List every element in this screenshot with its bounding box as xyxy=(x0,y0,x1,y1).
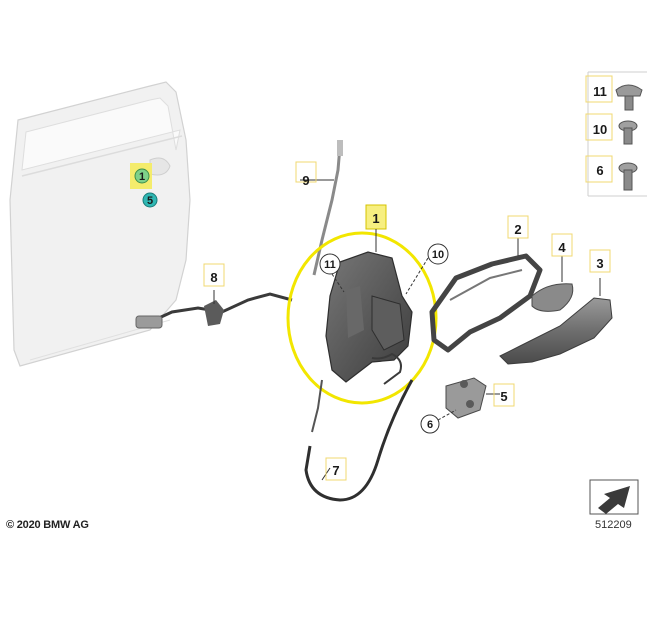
arrow-symbol-icon xyxy=(589,479,639,515)
part-3-outer-handle[interactable] xyxy=(499,278,613,365)
part-2-handle-carrier[interactable] xyxy=(429,238,543,353)
part-4-cover-cap[interactable] xyxy=(531,256,574,312)
callout-4-label: 4 xyxy=(558,240,566,255)
door-marker-5-label: 5 xyxy=(147,195,153,207)
callout-6-label: 6 xyxy=(427,419,433,431)
legend-item-6[interactable]: 6 xyxy=(585,155,638,191)
callout-7-label: 7 xyxy=(332,463,339,478)
diagram-number: 512209 xyxy=(595,519,632,531)
rear-door-panel xyxy=(9,81,191,367)
part-8-cable xyxy=(135,290,293,329)
part-9-rod xyxy=(300,140,343,276)
legend-item-11[interactable]: 11 xyxy=(585,75,643,111)
callout-5-label: 5 xyxy=(500,389,507,404)
callout-1[interactable]: 1 xyxy=(365,204,387,252)
legend-item-10[interactable]: 10 xyxy=(585,113,638,145)
door-marker-1-label: 1 xyxy=(139,171,145,183)
callout-2[interactable]: 2 xyxy=(507,215,529,239)
callout-8[interactable]: 8 xyxy=(203,263,225,287)
highlight-ellipse xyxy=(286,231,438,405)
door-marker-5[interactable]: 5 xyxy=(142,192,158,208)
legend-6-label: 6 xyxy=(596,163,603,178)
callout-3-label: 3 xyxy=(596,256,603,271)
callout-9-label: 9 xyxy=(302,173,309,188)
door-marker-1[interactable]: 1 xyxy=(130,163,152,189)
part-7-bowden-cable[interactable] xyxy=(304,379,414,502)
callout-5[interactable]: 5 xyxy=(493,383,515,407)
callout-9[interactable]: 9 xyxy=(295,161,317,188)
callout-7[interactable]: 7 xyxy=(325,457,347,481)
copyright-notice: © 2020 BMW AG xyxy=(6,519,89,531)
callout-2-label: 2 xyxy=(514,222,521,237)
legend-10-label: 10 xyxy=(593,122,607,137)
callout-6[interactable]: 6 xyxy=(420,409,457,434)
lock-callout-10-label: 10 xyxy=(432,249,444,261)
part-1-door-lock[interactable] xyxy=(311,251,413,433)
legend-11-label: 11 xyxy=(593,84,607,99)
lock-callout-10[interactable]: 10 xyxy=(405,243,449,295)
screw-legend: 11 10 6 xyxy=(585,71,647,197)
callout-4[interactable]: 4 xyxy=(551,233,573,257)
callout-1-label: 1 xyxy=(372,211,379,226)
part-5-striker[interactable] xyxy=(445,377,500,419)
callout-3[interactable]: 3 xyxy=(589,249,611,273)
callout-8-label: 8 xyxy=(210,270,217,285)
lock-callout-11-label: 11 xyxy=(324,259,336,271)
lock-callout-11[interactable]: 11 xyxy=(319,253,345,293)
